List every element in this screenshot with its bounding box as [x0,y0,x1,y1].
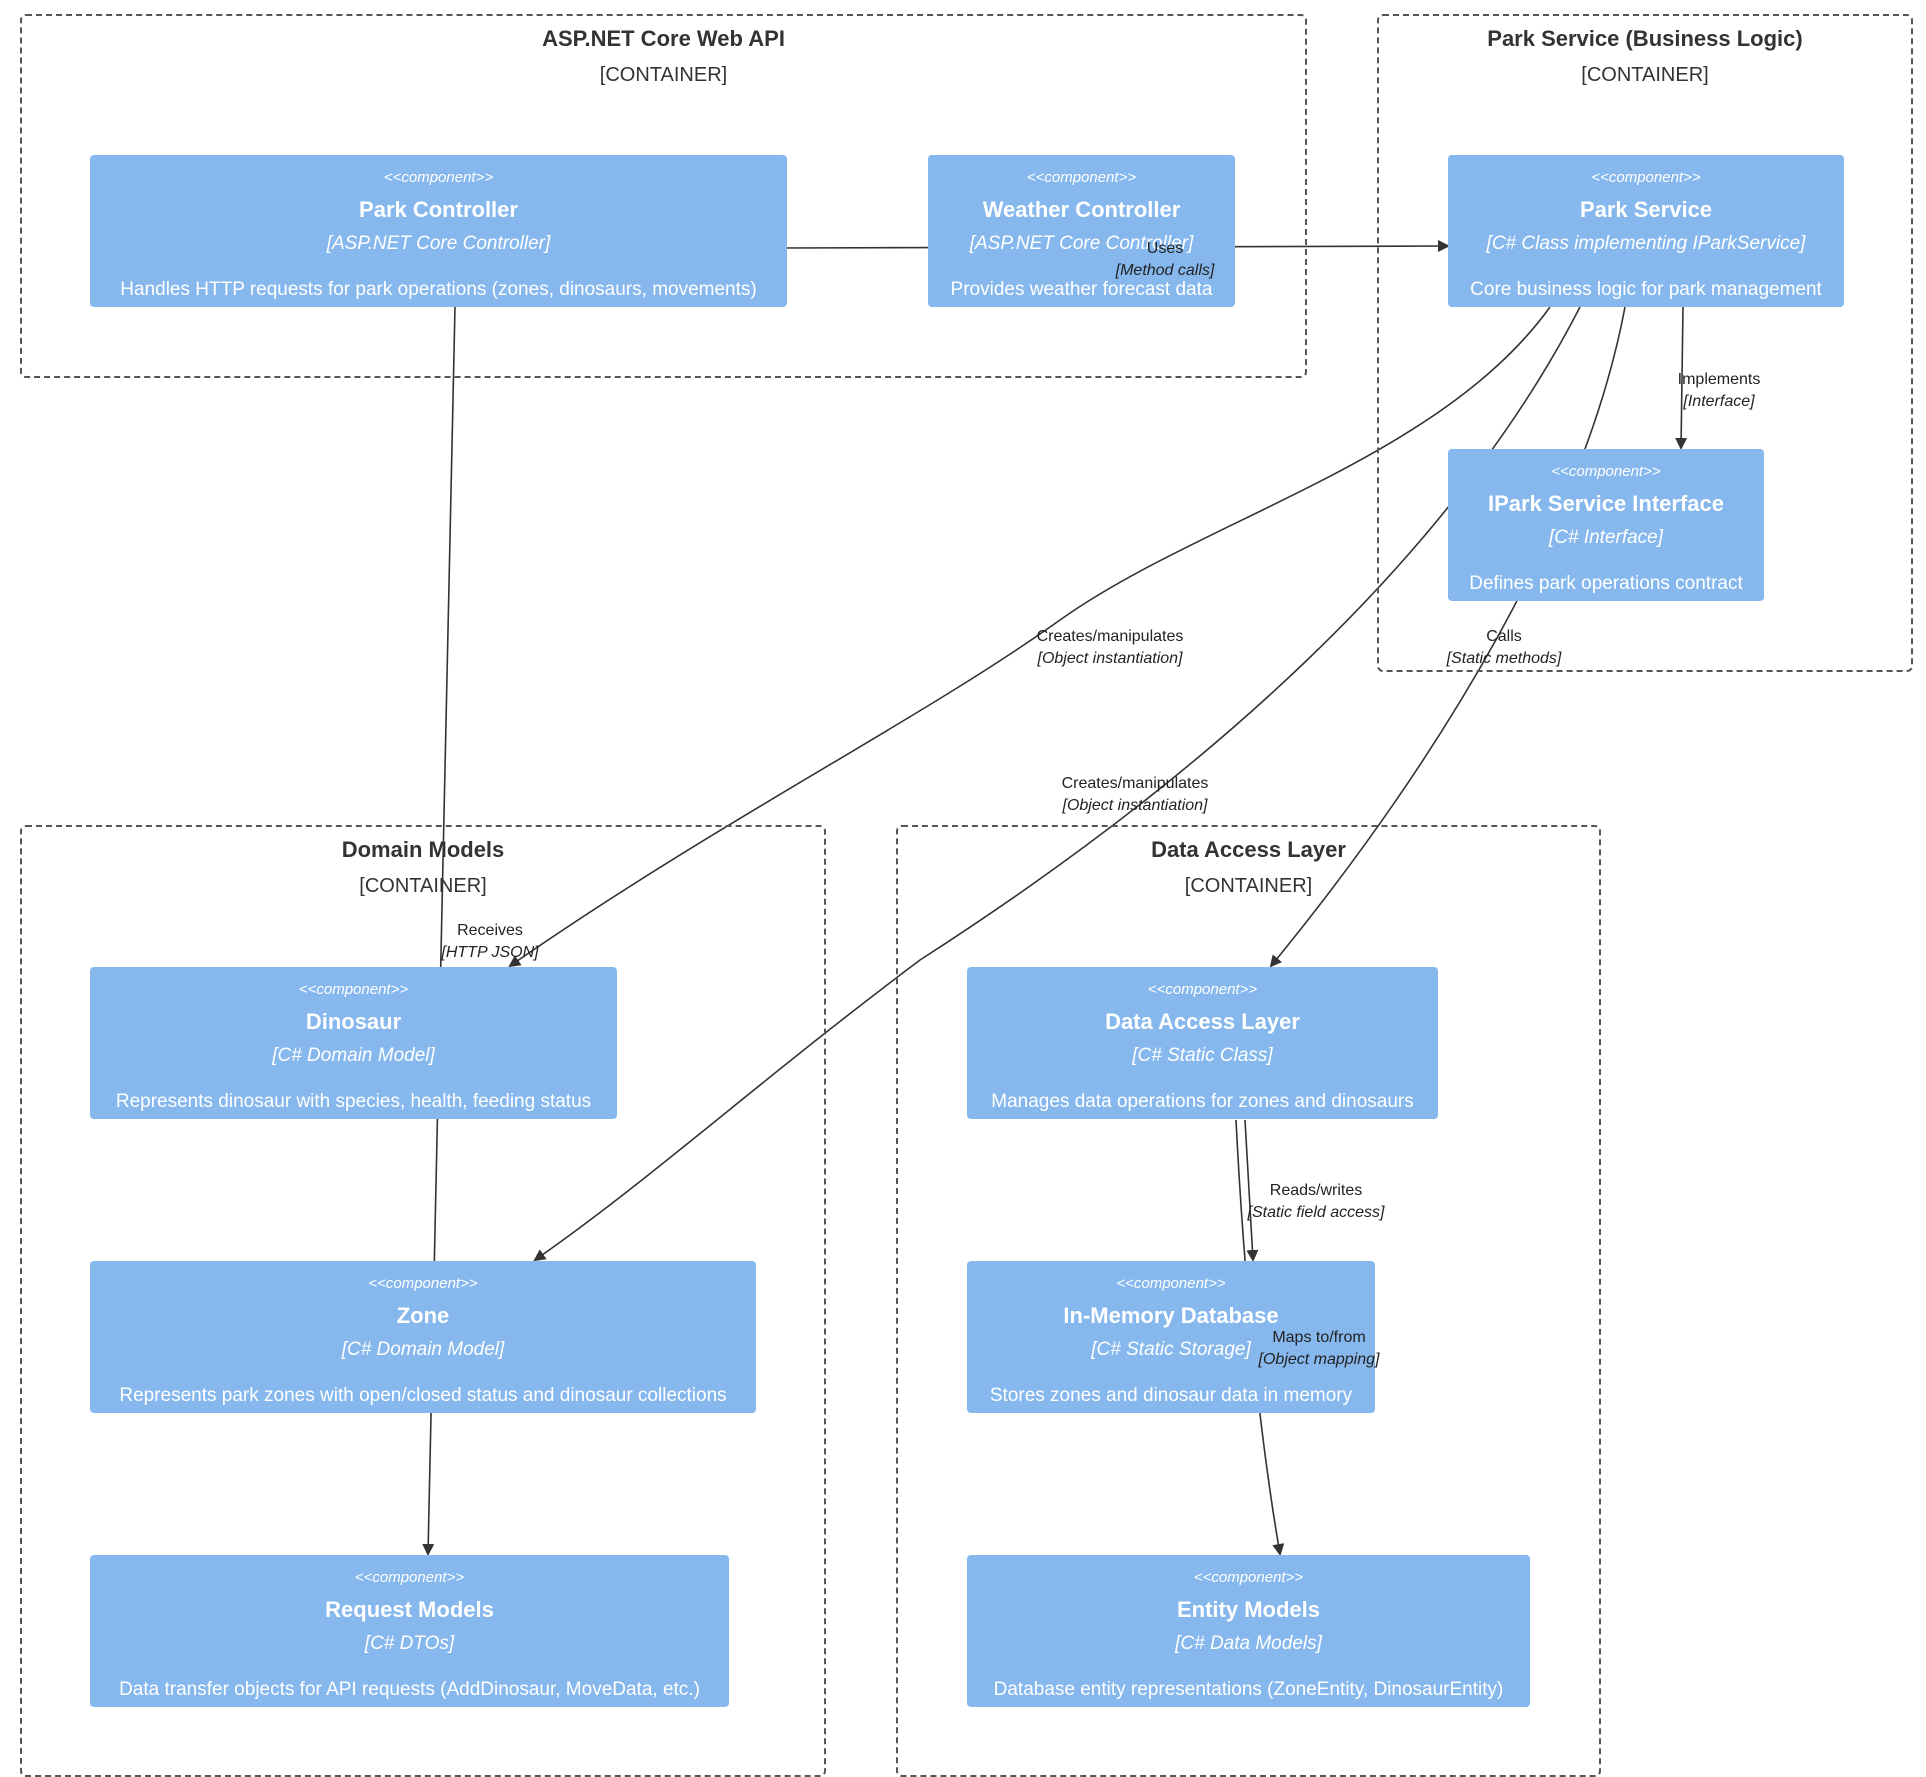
component-name: Request Models [325,1597,494,1622]
component-tech: [C# Data Models] [1175,1633,1322,1654]
relationship-label-maps-to-from: Maps to/from [Object mapping] [1259,1329,1380,1369]
relationship-label: Reads/writes [1269,1182,1363,1199]
relationship-label-implements: Implements [Interface] [1678,371,1761,411]
component-dinosaur[interactable]: <<component>> Dinosaur [C# Domain Model]… [90,967,617,1119]
container-title: ASP.NET Core Web API [542,26,785,51]
stereotype: <<component>> [1193,1569,1304,1586]
component-in-memory-database[interactable]: <<component>> In-Memory Database [C# Sta… [967,1261,1375,1413]
relationship-tech: [Object mapping] [1258,1351,1380,1368]
stereotype: <<component>> [383,169,494,186]
relationship-tech: [Method calls] [1115,262,1215,279]
container-title: Data Access Layer [1151,837,1346,862]
component-name: IPark Service Interface [1487,491,1725,516]
relationship-label: Implements [1677,371,1761,388]
stereotype: <<component>> [1147,981,1258,998]
component-name: Park Service [1579,197,1713,222]
relationship-tech: [Object instantiation] [1062,797,1208,814]
stereotype: <<component>> [1591,169,1701,186]
relationship-label-calls: Calls [Static methods] [1447,628,1562,668]
component-tech: [ASP.NET Core Controller] [969,233,1194,254]
relationship-tech: [Object instantiation] [1037,650,1183,667]
component-weather-controller[interactable]: <<component>> Weather Controller [ASP.NE… [928,155,1235,307]
stereotype: <<component>> [1551,463,1661,480]
container-type: [CONTAINER] [1184,875,1313,897]
container-title: Park Service (Business Logic) [1487,26,1803,51]
arrow-park-service-to-data-access [1269,306,1626,968]
relationship-label-creates-zone: Creates/manipulates [Object instantiatio… [1062,775,1209,815]
component-desc: Handles HTTP requests for park operation… [120,279,757,300]
component-tech: [C# DTOs] [364,1633,455,1654]
component-name: Dinosaur [305,1009,402,1034]
container-aspnet-web-api: ASP.NET Core Web API [CONTAINER] [20,14,1307,378]
relationship-tech: [HTTP JSON] [441,944,539,961]
component-tech: [ASP.NET Core Controller] [326,233,551,254]
relationship-label: Receives [457,922,523,939]
component-name: Data Access Layer [1105,1009,1300,1034]
stereotype: <<component>> [298,981,409,998]
component-desc: Provides weather forecast data [950,279,1213,300]
component-tech: [C# Static Class] [1132,1045,1273,1066]
arrow-park-service-to-zone [533,306,1581,1262]
relationship-tech: [Interface] [1683,393,1755,410]
component-tech: [C# Domain Model] [272,1045,435,1066]
component-park-controller[interactable]: <<component>> Park Controller [ASP.NET C… [90,155,787,307]
container-title: Domain Models [341,837,505,862]
container-type: [CONTAINER] [359,875,487,897]
container-park-service: Park Service (Business Logic) [CONTAINER… [1377,14,1913,672]
component-entity-models[interactable]: <<component>> Entity Models [C# Data Mod… [967,1555,1530,1707]
relationship-label-reads-writes: Reads/writes [Static field access] [1248,1182,1385,1222]
component-tech: [C# Interface] [1548,527,1664,548]
arrow-park-service-to-interface [1675,306,1688,450]
container-type: [CONTAINER] [599,64,728,86]
component-zone[interactable]: <<component>> Zone [C# Domain Model] Rep… [90,1261,756,1413]
component-desc: Database entity representations (ZoneEnt… [993,1679,1504,1700]
component-name: Park Controller [359,197,518,222]
component-name: Zone [396,1303,450,1328]
relationship-label-uses: Uses [Method calls] [1116,240,1215,280]
relationship-label-receives: Receives [HTTP JSON] [441,922,538,962]
component-name: Weather Controller [982,197,1181,222]
component-desc: Represents park zones with open/closed s… [119,1385,727,1406]
stereotype: <<component>> [1026,169,1137,186]
relationship-label: Uses [1146,240,1184,257]
component-ipark-service-interface[interactable]: <<component>> IPark Service Interface [C… [1448,449,1764,601]
component-park-service[interactable]: <<component>> Park Service [C# Class imp… [1448,155,1844,307]
relationship-tech: [Static field access] [1247,1204,1385,1221]
relationship-label: Creates/manipulates [1061,775,1209,792]
component-desc: Represents dinosaur with species, health… [115,1091,592,1112]
component-name: In-Memory Database [1063,1303,1279,1328]
stereotype: <<component>> [354,1569,465,1586]
relationship-label-creates-dinosaur: Creates/manipulates [Object instantiatio… [1037,628,1184,668]
stereotype: <<component>> [368,1275,478,1292]
component-desc: Core business logic for park management [1470,279,1822,300]
container-domain-models: Domain Models [CONTAINER] [20,825,826,1777]
component-desc: Defines park operations contract [1469,573,1743,594]
component-desc: Data transfer objects for API requests (… [119,1679,700,1700]
component-data-access-layer[interactable]: <<component>> Data Access Layer [C# Stat… [967,967,1438,1119]
component-desc: Stores zones and dinosaur data in memory [989,1385,1353,1406]
component-tech: [C# Static Storage] [1091,1339,1251,1360]
stereotype: <<component>> [1116,1275,1226,1292]
component-tech: [C# Domain Model] [341,1339,505,1360]
relationship-label: Maps to/from [1272,1329,1366,1346]
component-name: Entity Models [1176,1597,1320,1622]
relationship-tech: [Static methods] [1446,650,1562,667]
relationship-label: Creates/manipulates [1036,628,1184,645]
component-request-models[interactable]: <<component>> Request Models [C# DTOs] D… [90,1555,729,1707]
relationship-label: Calls [1486,628,1522,645]
component-tech: [C# Class implementing IParkService] [1486,233,1806,254]
arrow-park-service-to-dinosaur [508,306,1551,968]
container-type: [CONTAINER] [1581,64,1709,86]
arrow-data-access-to-in-memory-db [1244,1119,1259,1262]
component-desc: Manages data operations for zones and di… [991,1091,1414,1112]
